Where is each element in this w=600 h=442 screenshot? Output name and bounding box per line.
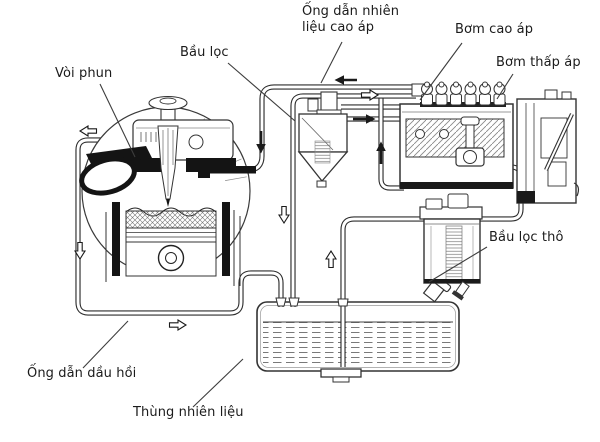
fuel-tank [256, 273, 460, 372]
pipe-tank-suction [340, 216, 424, 367]
injection-pump [399, 81, 514, 189]
intake-port [79, 156, 137, 196]
pipe-filter-return [290, 93, 416, 307]
label-voi-phun: Vòi phun [55, 66, 113, 81]
leader-lines [82, 41, 514, 408]
solid-arrow-left-icon [334, 75, 357, 85]
tank-sump [320, 368, 362, 378]
label-bau-loc-tho: Bầu lọc thô [489, 230, 564, 245]
delivery-valves [411, 81, 506, 107]
pipe-pump-riser [378, 94, 404, 191]
solid-arrow-up-icon [376, 141, 386, 164]
label-ong-dan-nhien-lieu-cao-ap: Ống dẫn nhiên liệu cao áp [302, 4, 400, 36]
solid-arrow-right-icon [353, 114, 376, 124]
label-bom-thap-ap: Bơm thấp áp [496, 55, 581, 70]
hollow-arrow-right-icon [168, 319, 187, 331]
coarse-filter-drain-icon [451, 280, 470, 301]
hollow-arrow-down2-icon [278, 205, 290, 224]
tank-fittings [275, 297, 362, 383]
label-ong-dan-dau-hoi: Ống dẫn dầu hồi [27, 366, 137, 381]
hollow-arrow-up-icon [325, 250, 337, 269]
fuel-filter [297, 91, 349, 188]
drain-plug-icon [332, 376, 350, 383]
injector [157, 125, 179, 207]
piston [125, 207, 217, 277]
label-bom-cao-ap: Bơm cao áp [455, 22, 534, 37]
hollow-arrow-left-icon [79, 125, 98, 137]
pipe-return-loop [75, 137, 284, 316]
engine-cutaway [79, 95, 256, 286]
label-bau-loc: Bầu lọc [180, 45, 229, 60]
label-thung-nhien-lieu: Thùng nhiên liệu [133, 405, 244, 420]
low-pressure-pump [516, 89, 580, 204]
coarse-filter [419, 193, 483, 301]
hand-primer-pump [455, 116, 485, 167]
